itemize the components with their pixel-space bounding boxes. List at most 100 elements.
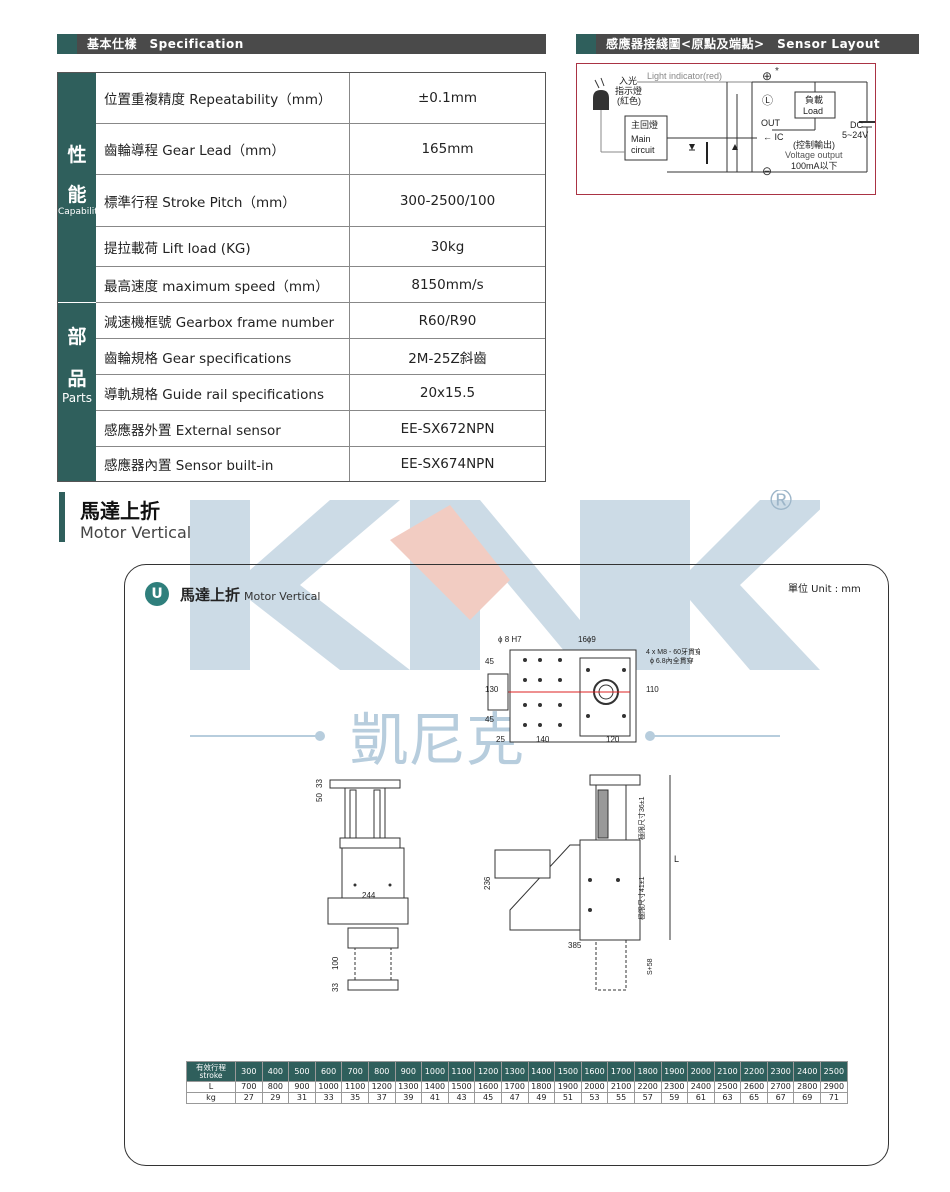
table-cell: 1200: [474, 1061, 502, 1082]
front-view-drawing: 244 50 33 100 33: [315, 779, 409, 992]
side-view-drawing: 極限尺寸36±1 極限尺寸41±1 L S+58 236 385: [483, 774, 679, 991]
table-cell: 41: [421, 1092, 449, 1104]
sensor-header-bar: 感應器接綫圖<原點及端點> Sensor Layout: [576, 34, 919, 54]
table-cell: 1100: [341, 1081, 369, 1093]
l-terminal-icon: Ⓛ: [762, 94, 773, 107]
table-cell: 71: [820, 1092, 848, 1104]
section-subtitle: Motor Vertical: [80, 523, 192, 542]
svg-text:33: 33: [315, 779, 324, 788]
sensor-header-title: 感應器接綫圖<原點及端點> Sensor Layout: [606, 37, 881, 51]
svg-text:主回燈: 主回燈: [631, 119, 658, 130]
svg-text:130: 130: [485, 685, 499, 694]
table-cell: 800: [261, 1081, 290, 1093]
table-cell: 2400: [793, 1061, 822, 1082]
table-cell: 29: [261, 1092, 290, 1104]
table-cell: 67: [766, 1092, 795, 1104]
table-cell: 1700: [500, 1081, 529, 1093]
table-cell: 900: [394, 1061, 423, 1082]
svg-text:45: 45: [485, 657, 494, 666]
table-cell: 900: [288, 1081, 316, 1093]
table-cell: 2700: [766, 1081, 795, 1093]
u-badge: U: [145, 582, 169, 606]
header-accent: [576, 34, 596, 54]
table-cell: 61: [687, 1092, 715, 1104]
svg-text:244: 244: [362, 891, 376, 900]
spec-header-title: 基本仕樣 Specification: [87, 37, 244, 51]
table-cell: 1200: [367, 1081, 396, 1093]
top-view-drawing: ϕ 8 H7 16ϕ9 4 x M8 - 60牙貫穿 ϕ 6.8內全貫穿 45 …: [485, 635, 700, 744]
table-cell: 59: [660, 1092, 689, 1104]
table-cell: 2100: [607, 1081, 635, 1093]
table-cell: 1600: [474, 1081, 502, 1093]
led-icon: [593, 77, 609, 110]
svg-text:極限尺寸41±1: 極限尺寸41±1: [637, 876, 646, 920]
svg-text:Voltage output: Voltage output: [785, 150, 843, 160]
drawing-panel: [124, 564, 889, 1166]
table-cell: 35: [341, 1092, 369, 1104]
svg-text:← IC: ← IC: [763, 132, 784, 142]
svg-text:(控制輸出): (控制輸出): [793, 139, 835, 150]
table-cell: 2000: [687, 1061, 715, 1082]
svg-text:236: 236: [483, 876, 492, 890]
spec-row: 標準行程 Stroke Pitch（mm） 300-2500/100: [96, 175, 545, 227]
header-accent: [57, 34, 77, 54]
table-cell: 2400: [687, 1081, 715, 1093]
table-cell: 2300: [660, 1081, 689, 1093]
table-cell: 2500: [820, 1061, 848, 1082]
svg-text:Main: Main: [631, 134, 651, 144]
table-cell: 300: [235, 1061, 263, 1082]
svg-text:16ϕ9: 16ϕ9: [578, 635, 596, 644]
table-cell: 55: [607, 1092, 635, 1104]
svg-text:385: 385: [568, 941, 582, 950]
capability-side-label: 性 能 Capability: [58, 73, 103, 303]
table-cell: 39: [394, 1092, 423, 1104]
section-accent-bar: [59, 492, 65, 542]
table-cell: 33: [314, 1092, 343, 1104]
svg-text:4 x M8 - 60牙貫穿: 4 x M8 - 60牙貫穿: [646, 647, 700, 656]
unit-label: 單位 Unit : mm: [788, 584, 861, 595]
table-cell: 2200: [633, 1081, 662, 1093]
spec-row: 感應器外置 External sensor EE-SX672NPN: [96, 411, 545, 447]
table-cell: 500: [288, 1061, 316, 1082]
svg-text:45: 45: [485, 715, 494, 724]
section-title: 馬達上折: [80, 499, 160, 523]
svg-text:110: 110: [646, 685, 659, 694]
incoming-light-label: 入光: [619, 75, 637, 86]
table-cell: 1500: [447, 1081, 476, 1093]
zener-icon: [732, 144, 738, 150]
table-cell: 2300: [766, 1061, 795, 1082]
table-cell: 1600: [580, 1061, 609, 1082]
table-cell: 1100: [447, 1061, 476, 1082]
svg-text:®: ®: [770, 490, 792, 517]
table-cell: 2000: [580, 1081, 609, 1093]
table-cell: 1300: [500, 1061, 529, 1082]
table-cell: 600: [314, 1061, 343, 1082]
table-cell: 1300: [394, 1081, 423, 1093]
sensor-layout-diagram: 入光 指示燈 (紅色) Light indicator(red) 主回燈 Mai…: [576, 63, 876, 195]
spec-header-bar: 基本仕樣 Specification: [57, 34, 546, 54]
spec-row: 齒輪導程 Gear Lead（mm） 165mm: [96, 124, 545, 175]
table-cell: 1900: [660, 1061, 689, 1082]
table-cell: 2100: [713, 1061, 742, 1082]
svg-text:33: 33: [331, 983, 340, 992]
svg-text:140: 140: [536, 735, 550, 744]
spec-row: 位置重複精度 Repeatability（mm） ±0.1mm: [96, 73, 545, 124]
svg-text:50: 50: [315, 793, 324, 802]
table-cell: 1900: [554, 1081, 582, 1093]
spec-row: 減速機框號 Gearbox frame number R60/R90: [96, 303, 545, 339]
table-cell: 1700: [607, 1061, 635, 1082]
red-label: (紅色): [617, 95, 641, 106]
svg-text:ϕ 6.8內全貫穿: ϕ 6.8內全貫穿: [650, 656, 694, 665]
spec-row: 提拉載荷 Lift load (KG) 30kg: [96, 227, 545, 267]
indicator-label: 指示燈: [615, 85, 642, 96]
svg-text:120: 120: [606, 735, 620, 744]
spec-row: 最高速度 maximum speed（mm） 8150mm/s: [96, 267, 545, 303]
table-cell: 57: [633, 1092, 662, 1104]
plus-terminal-icon: ⊕: [762, 69, 772, 83]
table-cell: 1000: [314, 1081, 343, 1093]
technical-drawings: ϕ 8 H7 16ϕ9 4 x M8 - 60牙貫穿 ϕ 6.8內全貫穿 45 …: [315, 635, 700, 992]
